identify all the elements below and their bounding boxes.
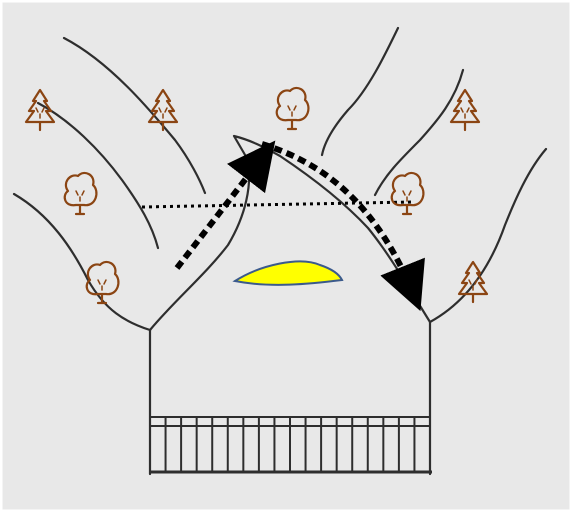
paper-background (0, 0, 572, 512)
site-diagram (0, 0, 572, 512)
